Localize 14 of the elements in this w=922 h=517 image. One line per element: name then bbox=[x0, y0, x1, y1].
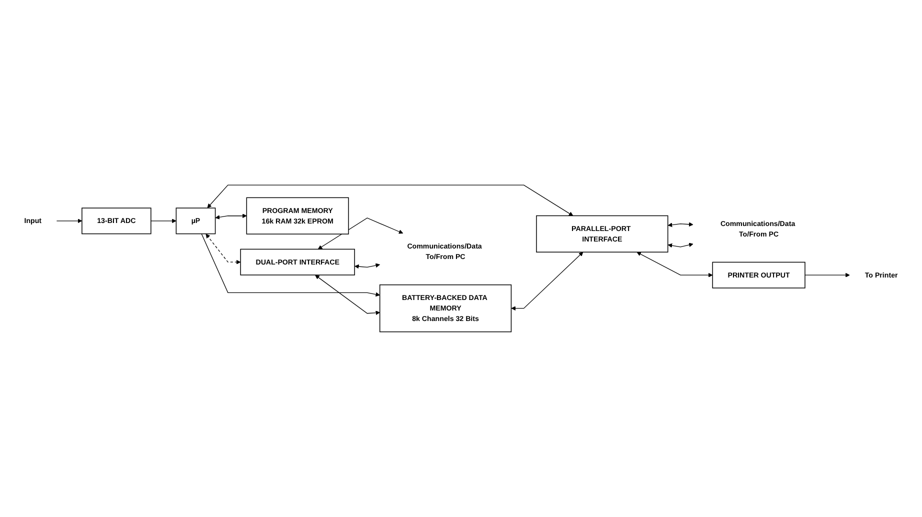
arrow bbox=[315, 274, 380, 316]
arrow bbox=[318, 218, 404, 250]
arrow bbox=[201, 234, 380, 297]
arrow bbox=[215, 214, 247, 220]
arrow bbox=[636, 252, 713, 278]
arrow bbox=[511, 252, 584, 311]
arrow bbox=[206, 234, 241, 264]
arrow bbox=[668, 222, 694, 228]
arrow bbox=[150, 218, 176, 224]
arrow bbox=[804, 272, 850, 278]
arrow bbox=[207, 184, 574, 216]
arrow bbox=[668, 242, 694, 248]
arrow bbox=[56, 218, 82, 224]
arrow bbox=[354, 263, 380, 269]
